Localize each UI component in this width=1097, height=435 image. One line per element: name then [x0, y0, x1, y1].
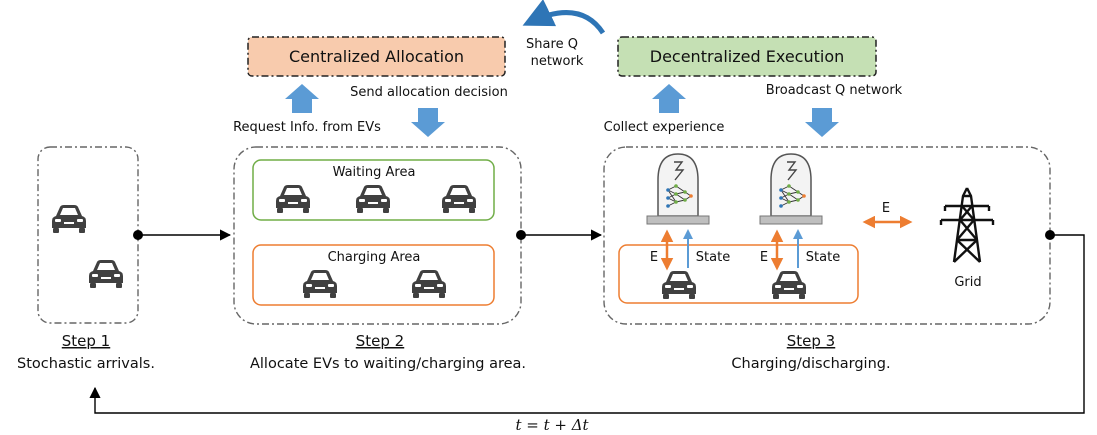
share-q-line1: Share Q — [526, 37, 578, 52]
step2-number: Step 2 — [356, 332, 404, 350]
share-q-curved-arrow — [522, 0, 606, 35]
centralized-allocation-label: Centralized Allocation — [289, 47, 464, 66]
share-q-line2: network — [531, 54, 584, 69]
state-label: State — [806, 250, 840, 265]
broadcast-q-label: Broadcast Q network — [766, 83, 903, 98]
charging-area-label: Charging Area — [328, 250, 421, 265]
car-icon — [52, 205, 86, 233]
waiting-area-label: Waiting Area — [333, 165, 416, 180]
feedback-loop-arrow — [89, 234, 1085, 414]
step3-description: Charging/discharging. — [731, 356, 890, 372]
step1-container — [37, 146, 139, 324]
energy-label: E — [650, 250, 658, 265]
grid-energy-label: E — [882, 201, 890, 216]
step2-container — [233, 146, 522, 325]
request-up-arrow — [285, 84, 319, 113]
send-down-arrow — [411, 108, 445, 137]
agent-icon — [759, 153, 823, 225]
broadcast-down-arrow — [805, 108, 839, 137]
time-update-equation: t = t + Δt — [515, 416, 589, 434]
decentralized-execution-box — [617, 36, 877, 77]
step2-description: Allocate EVs to waiting/charging area. — [250, 356, 526, 372]
send-allocation-label: Send allocation decision — [350, 85, 508, 100]
step3-container — [603, 146, 1051, 325]
state-label: State — [696, 250, 730, 265]
step1-number: Step 1 — [62, 332, 110, 350]
agent-icon — [646, 153, 710, 225]
grid-label: Grid — [954, 275, 981, 290]
collect-experience-label: Collect experience — [604, 120, 725, 135]
step3-number: Step 3 — [787, 332, 835, 350]
centralized-allocation-box — [247, 36, 506, 77]
request-info-label: Request Info. from EVs — [233, 120, 381, 135]
energy-label: E — [760, 250, 768, 265]
step1-description: Stochastic arrivals. — [17, 356, 155, 372]
collect-up-arrow — [652, 84, 686, 113]
decentralized-execution-label: Decentralized Execution — [650, 47, 845, 66]
car-icon — [89, 260, 123, 288]
transmission-tower-icon — [939, 187, 995, 263]
